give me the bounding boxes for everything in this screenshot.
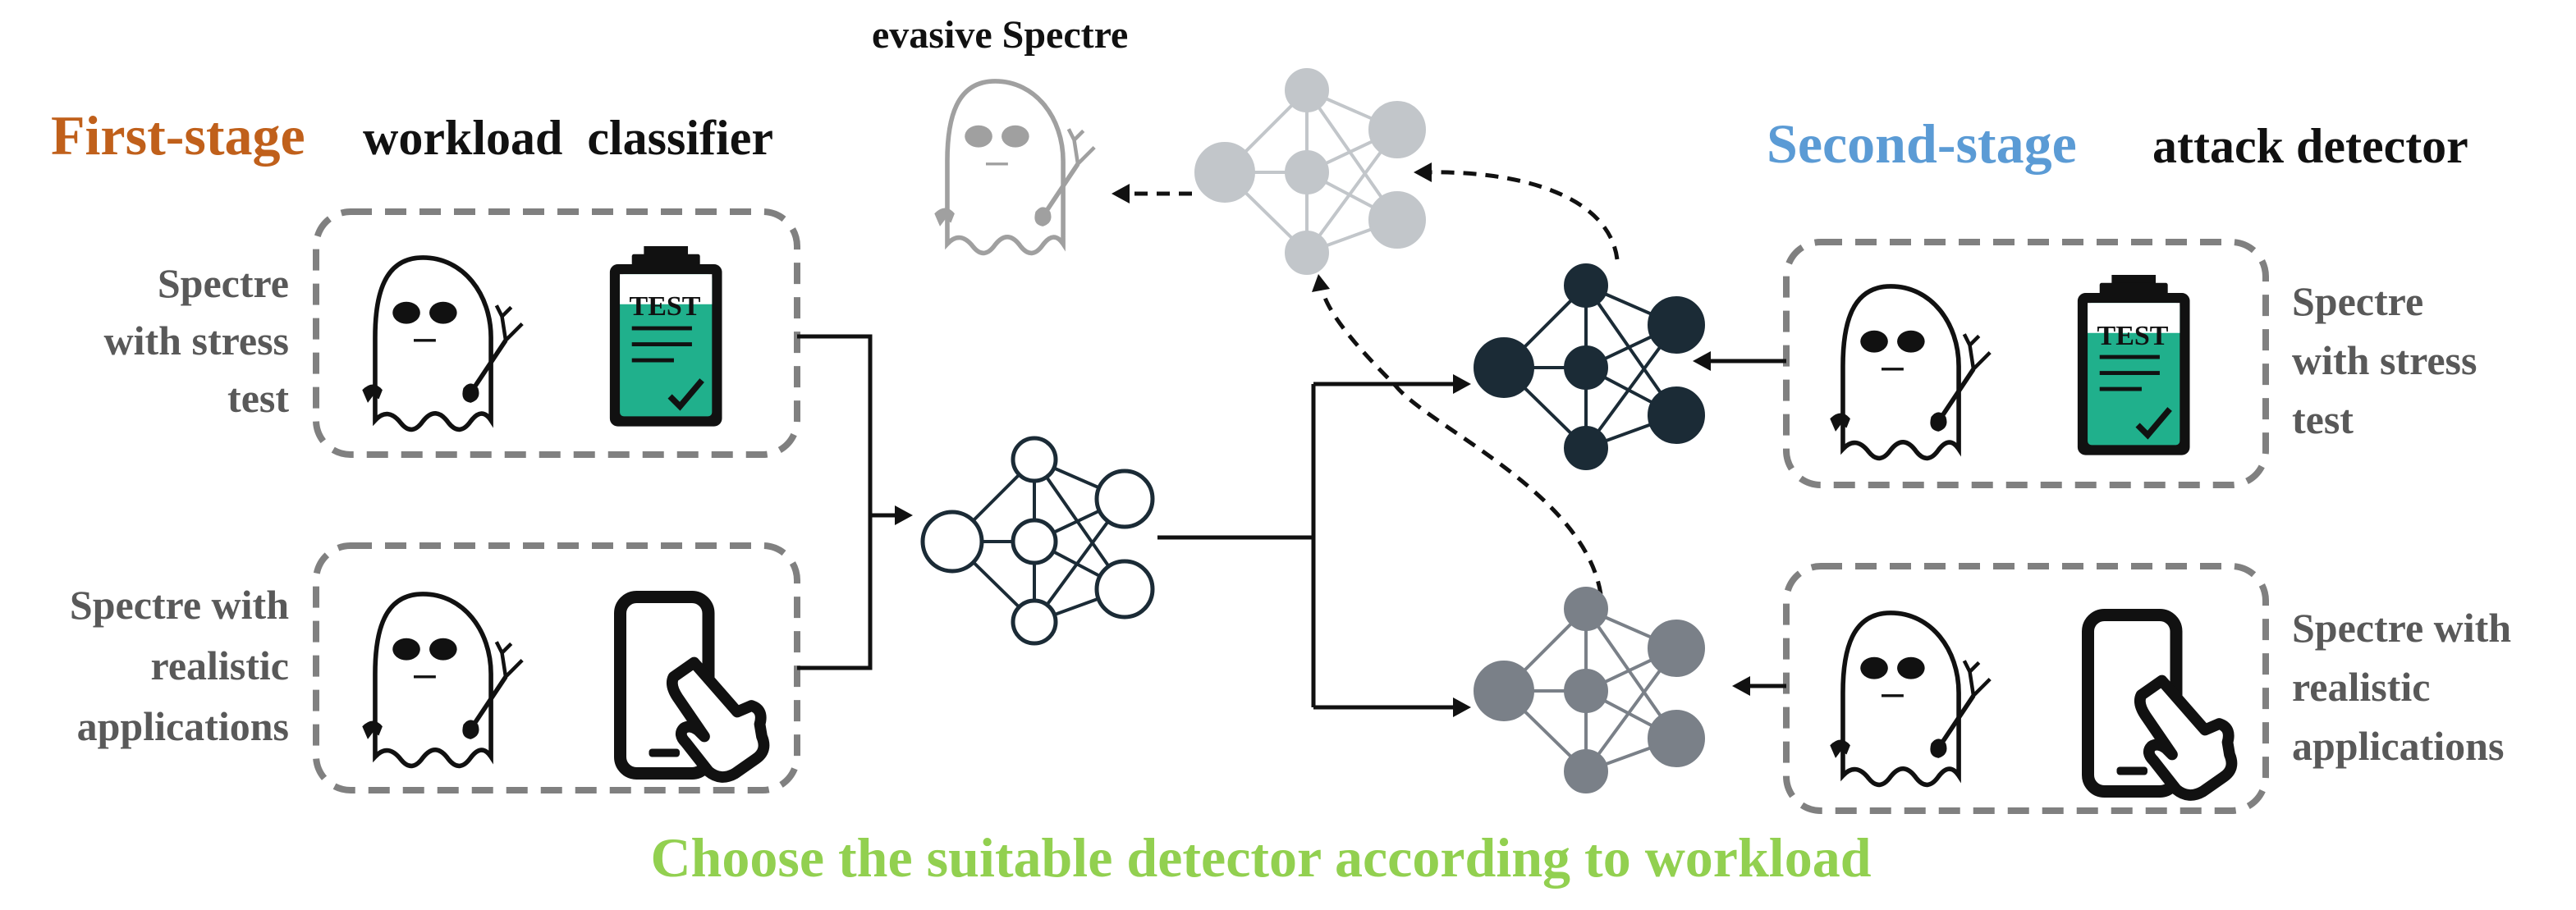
classifier-input-arrowhead	[895, 505, 913, 525]
network-node	[1368, 101, 1426, 158]
network-node	[1474, 661, 1534, 721]
right-stress-line-2: with stress	[2292, 337, 2477, 383]
dashed-arrowheads	[1112, 162, 1432, 292]
spectre-ghost-icon	[1830, 286, 1990, 458]
network-node	[1285, 231, 1329, 275]
right-stress-line-3: test	[2292, 396, 2354, 442]
gray-to-evasive-arrowhead	[1312, 274, 1330, 292]
left-realistic-label: Spectre with realistic applications	[70, 582, 289, 749]
left-realistic-line-1: Spectre with	[70, 582, 289, 628]
right-realistic-line-3: applications	[2292, 723, 2504, 769]
attack-detector-label: attack detector	[2152, 119, 2468, 173]
clipboard-test-text: TEST	[630, 291, 701, 322]
first-stage-label: First-stage	[51, 104, 305, 167]
stress-test-detector-network	[1474, 263, 1705, 470]
network-node	[1648, 296, 1705, 354]
evasive-spectre-ghost-icon	[934, 81, 1094, 253]
right-realistic-line-1: Spectre with	[2292, 605, 2511, 651]
dark-to-evasive-dashed-line	[1428, 170, 1620, 260]
network-node	[920, 510, 984, 574]
right-stress-line-1: Spectre	[2292, 278, 2423, 324]
gray-detector-arrowhead	[1453, 697, 1471, 717]
right-stress-arrowhead	[1693, 351, 1711, 371]
evasion-dashed-lines	[1125, 170, 1620, 595]
network-node	[1648, 620, 1705, 677]
right-stress-box	[1783, 239, 2269, 488]
stress-test-clipboard-icon	[610, 246, 722, 427]
network-node	[1011, 598, 1058, 646]
spectre-ghost-icon	[1830, 613, 1990, 784]
workload-classifier-label: workload classifier	[363, 111, 773, 165]
network-node	[1194, 142, 1255, 203]
left-stress-label: Spectre with stress test	[104, 260, 290, 421]
network-node	[1648, 710, 1705, 767]
dark-to-evasive-arrowhead	[1414, 162, 1432, 182]
left-stress-box	[313, 208, 800, 458]
network-node	[1564, 749, 1608, 793]
left-stress-line-1: Spectre	[158, 260, 289, 306]
right-realistic-box	[1783, 563, 2269, 814]
evasive-spectre-label: evasive Spectre	[872, 13, 1128, 57]
left-realistic-connector	[797, 513, 901, 670]
network-node	[1285, 150, 1329, 194]
network-node	[1564, 345, 1608, 390]
phone-tap-icon	[2088, 615, 2232, 795]
left-realistic-line-3: applications	[77, 703, 289, 749]
left-stress-connector	[797, 334, 873, 515]
footer-caption: Choose the suitable detector according t…	[650, 826, 1871, 889]
network-node	[1564, 426, 1608, 470]
spectre-ghost-icon	[362, 594, 522, 766]
network-node	[1094, 469, 1155, 529]
left-stress-line-3: test	[227, 375, 289, 421]
right-realistic-label: Spectre with realistic applications	[2292, 605, 2511, 769]
network-node	[1474, 337, 1534, 398]
network-node	[1011, 436, 1058, 483]
network-node	[1564, 263, 1608, 308]
left-stress-line-2: with stress	[104, 318, 289, 364]
second-stage-label: Second-stage	[1767, 112, 2077, 175]
network-node	[1368, 191, 1426, 249]
right-realistic-arrowhead	[1732, 676, 1750, 696]
right-stress-label: Spectre with stress test	[2292, 278, 2477, 442]
network-node	[1094, 559, 1155, 620]
spectre-ghost-icon	[362, 258, 522, 429]
network-node	[1564, 587, 1608, 631]
connector-lines	[797, 334, 1786, 710]
right-realistic-line-2: realistic	[2292, 664, 2430, 710]
dark-detector-arrowhead	[1453, 374, 1471, 394]
network-node	[1011, 518, 1058, 565]
phone-tap-icon	[621, 597, 764, 777]
workload-classifier-network	[920, 436, 1155, 646]
realistic-app-detector-network	[1474, 587, 1705, 793]
evasive-spectre-network	[1194, 68, 1426, 275]
clipboard-test-text: TEST	[2097, 321, 2169, 351]
arrowheads	[895, 351, 1750, 717]
stress-test-clipboard-icon	[2078, 275, 2190, 455]
left-realistic-line-2: realistic	[151, 642, 289, 688]
network-node	[1648, 386, 1705, 444]
gray-to-evasive-dashed-line	[1319, 286, 1603, 595]
network-node	[1285, 68, 1329, 112]
network-node	[1564, 669, 1608, 713]
evasive-ghost-arrowhead	[1112, 184, 1130, 203]
